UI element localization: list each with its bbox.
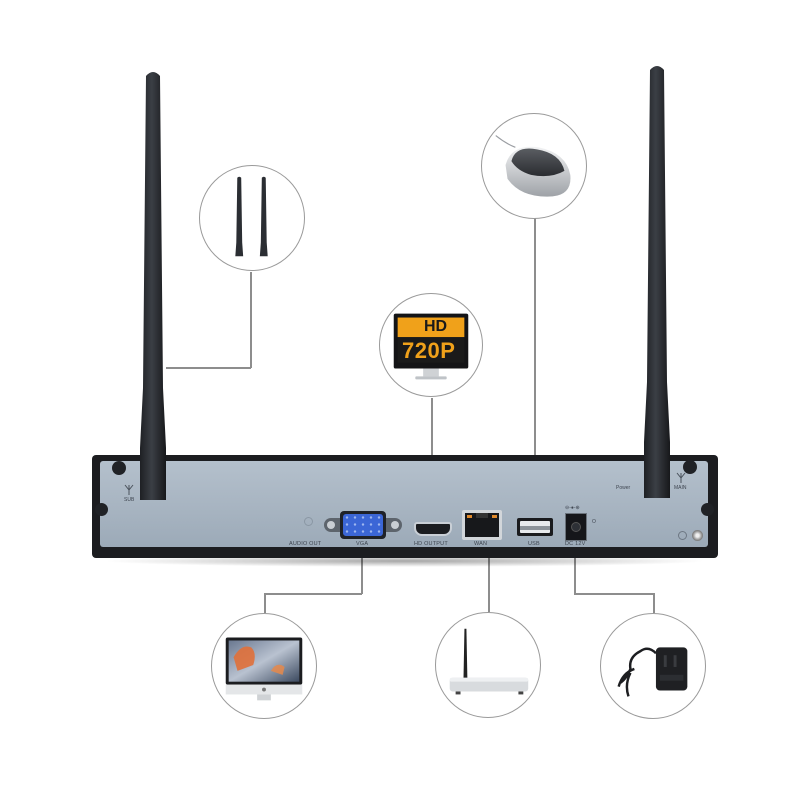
screw-icon <box>95 503 108 516</box>
dc-label: DC 12V <box>565 541 586 547</box>
antenna-symbol-icon <box>676 471 686 483</box>
hd-output-port[interactable] <box>414 522 452 536</box>
device-shadow <box>102 555 708 567</box>
router-callout <box>435 612 541 718</box>
screw-icon <box>112 461 126 475</box>
power-led-indicator: O <box>592 519 596 525</box>
dc-power-jack[interactable] <box>565 513 587 541</box>
led-icon <box>467 515 472 518</box>
mouse-callout <box>481 113 587 219</box>
left-antenna <box>132 68 174 508</box>
wan-label: WAN <box>474 541 488 547</box>
imac-icon <box>225 637 303 701</box>
leader-line-vga-h <box>264 593 362 595</box>
antenna-pair-icon <box>235 176 268 257</box>
antenna-symbol-icon <box>124 483 134 495</box>
ground-screw-icon <box>692 530 703 541</box>
dc-polarity-label: ⊖-●-⊕ <box>565 505 580 511</box>
wan-port[interactable] <box>462 510 502 540</box>
usb-port[interactable] <box>517 518 553 536</box>
leader-line-antennas-v <box>250 272 252 368</box>
audio-out-label: AUDIO OUT <box>289 541 322 547</box>
mouse-icon <box>495 135 571 197</box>
leader-line-wan <box>488 540 490 612</box>
hd-output-label: HD OUTPUT <box>414 541 448 547</box>
hd-badge-text: HD <box>424 318 448 335</box>
router-icon <box>449 628 529 695</box>
usb-label: USB <box>528 541 540 547</box>
computer-callout <box>211 613 317 719</box>
screw-icon <box>683 460 697 474</box>
rear-panel <box>100 461 708 547</box>
leader-line-mouse <box>534 218 536 518</box>
resolution-badge-text: 720P <box>402 338 456 363</box>
vga-label: VGA <box>356 541 369 547</box>
led-icon <box>492 515 497 518</box>
hd-monitor-callout: HD 720P <box>379 293 483 397</box>
power-label: Power <box>616 485 631 491</box>
screw-icon <box>701 503 714 516</box>
nvr-device: SUB MAIN Power AUDIO OUT VGA HD OUTPUT W… <box>92 455 718 567</box>
ground-symbol-icon <box>678 531 687 540</box>
leader-line-vga-v2 <box>264 593 266 613</box>
power-adapter-icon <box>617 647 688 697</box>
leader-line-antennas-h <box>166 367 251 369</box>
antennas-callout <box>199 165 305 271</box>
main-antenna-label: MAIN <box>674 485 687 491</box>
hd-monitor-icon <box>393 313 469 380</box>
power-adapter-callout <box>600 613 706 719</box>
leader-line-dc-v2 <box>653 593 655 613</box>
leader-line-vga-v <box>361 540 363 594</box>
leader-line-dc-h <box>574 593 654 595</box>
vga-port[interactable] <box>324 511 402 539</box>
leader-line-dc-v <box>574 540 576 594</box>
right-antenna <box>636 62 678 504</box>
sub-antenna-label: SUB <box>124 497 135 503</box>
audio-out-jack[interactable] <box>304 517 313 526</box>
